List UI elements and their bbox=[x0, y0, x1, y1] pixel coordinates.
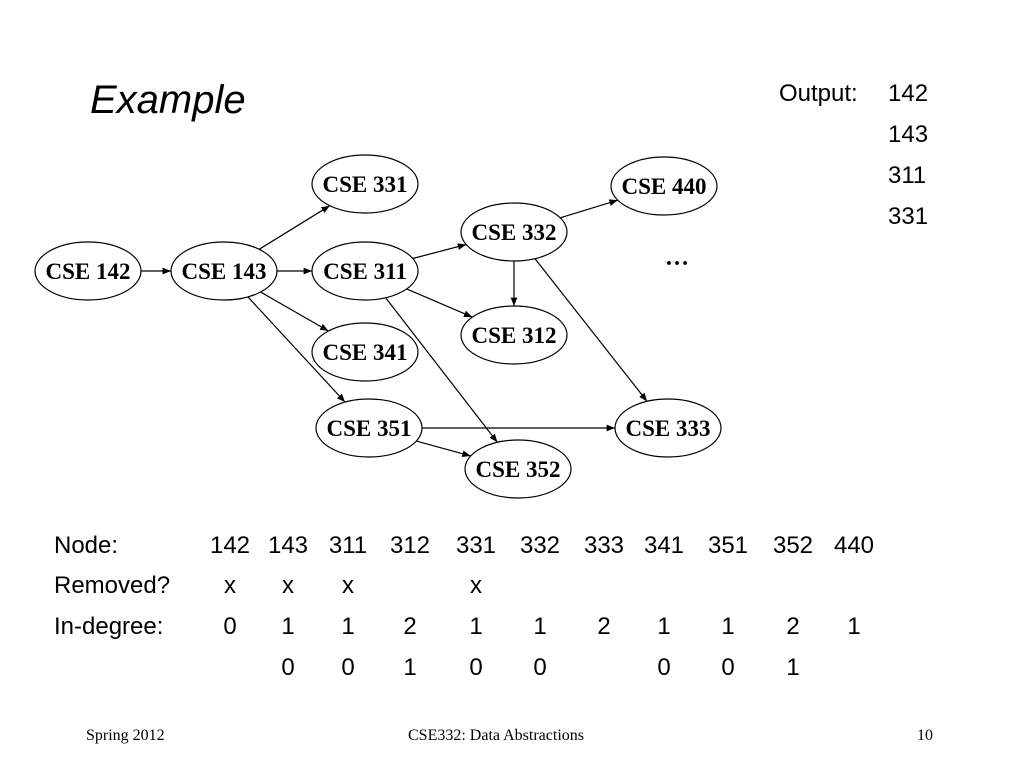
node-label: CSE 312 bbox=[472, 323, 557, 348]
edge-332-to-440 bbox=[560, 199, 618, 219]
table-indegree-updated-cell: 1 bbox=[786, 654, 800, 681]
table-node-cell: 312 bbox=[389, 532, 431, 559]
node-cse-312: CSE 312 bbox=[460, 305, 568, 365]
table-indegree-cell: 0 bbox=[223, 613, 237, 640]
table-indegree-cell: 2 bbox=[403, 613, 417, 640]
table-node-cell: 440 bbox=[833, 532, 875, 559]
table-indegree-updated-cell: 0 bbox=[281, 654, 295, 681]
graph-ellipsis: … bbox=[665, 245, 689, 271]
node-label: CSE 351 bbox=[327, 416, 412, 441]
node-cse-351: CSE 351 bbox=[315, 398, 423, 458]
node-ellipse bbox=[170, 241, 278, 301]
output-value: 331 bbox=[888, 203, 929, 230]
table-node-label: Node: bbox=[54, 532, 119, 559]
node-label: CSE 142 bbox=[46, 259, 131, 284]
output-value: 311 bbox=[888, 162, 927, 189]
node-ellipse bbox=[311, 154, 419, 214]
table-node-cell: 351 bbox=[707, 532, 749, 559]
node-label: CSE 341 bbox=[323, 340, 408, 365]
node-cse-332: CSE 332 bbox=[460, 202, 568, 262]
edge-332-to-333 bbox=[534, 258, 648, 402]
node-label: CSE 332 bbox=[472, 220, 557, 245]
table-indegree-cell: 1 bbox=[281, 613, 295, 640]
node-cse-143: CSE 143 bbox=[170, 241, 278, 301]
node-label: CSE 440 bbox=[622, 174, 707, 199]
node-cse-331: CSE 331 bbox=[311, 154, 419, 214]
node-ellipse bbox=[460, 202, 568, 262]
table-indegree-updated-cell: 1 bbox=[403, 654, 417, 681]
table-indegree-cell: 1 bbox=[341, 613, 355, 640]
node-label: CSE 143 bbox=[182, 259, 267, 284]
table-indegree-updated-cell: 0 bbox=[657, 654, 671, 681]
node-ellipse bbox=[34, 241, 142, 301]
edge-143-to-331 bbox=[258, 205, 331, 250]
table-indegree-updated-cell: 0 bbox=[721, 654, 735, 681]
node-cse-333: CSE 333 bbox=[614, 398, 722, 458]
slide-title: Example bbox=[90, 78, 246, 122]
edge-351-to-352 bbox=[416, 440, 471, 457]
edge-311-to-352 bbox=[385, 297, 498, 443]
table-removed-label: Removed? bbox=[54, 572, 171, 599]
node-cse-142: CSE 142 bbox=[34, 241, 142, 301]
node-label: CSE 311 bbox=[323, 259, 407, 284]
node-ellipse bbox=[610, 156, 718, 216]
table-indegree-cell: 1 bbox=[469, 613, 483, 640]
node-cse-341: CSE 341 bbox=[311, 322, 419, 382]
table-indegree-cell: 2 bbox=[786, 613, 800, 640]
edge-311-to-332 bbox=[412, 243, 467, 260]
output-value: 143 bbox=[888, 121, 929, 148]
table-node-cell: 311 bbox=[328, 532, 368, 559]
footer-page-number: 10 bbox=[917, 727, 933, 744]
node-ellipse bbox=[311, 322, 419, 382]
table-indegree-updated-cell: 0 bbox=[533, 654, 547, 681]
node-ellipse bbox=[614, 398, 722, 458]
footer-date: Spring 2012 bbox=[86, 727, 165, 744]
node-cse-440: CSE 440 bbox=[610, 156, 718, 216]
table-node-cell: 143 bbox=[267, 532, 309, 559]
table-indegree-cell: 1 bbox=[721, 613, 735, 640]
output-label: Output: bbox=[779, 80, 858, 107]
edge-143-to-341 bbox=[260, 291, 329, 332]
table-indegree-cell: 1 bbox=[657, 613, 671, 640]
table-node-cell: 352 bbox=[772, 532, 814, 559]
output-value: 142 bbox=[888, 80, 929, 107]
table-removed-cell: x bbox=[282, 572, 294, 599]
table-node-cell: 333 bbox=[583, 532, 625, 559]
table-indegree-cell: 2 bbox=[597, 613, 611, 640]
table-node-cell: 331 bbox=[455, 532, 497, 559]
edge-143-to-351 bbox=[247, 296, 346, 403]
table-removed-cell: x bbox=[224, 572, 236, 599]
node-label: CSE 333 bbox=[626, 416, 711, 441]
node-ellipse bbox=[460, 305, 568, 365]
node-cse-352: CSE 352 bbox=[464, 439, 572, 499]
table-removed-cell: x bbox=[342, 572, 354, 599]
table-indegree-label: In-degree: bbox=[54, 613, 164, 640]
table-node-cell: 332 bbox=[519, 532, 561, 559]
table-node-cell: 142 bbox=[209, 532, 251, 559]
node-label: CSE 352 bbox=[476, 457, 561, 482]
table-indegree-updated-cell: 0 bbox=[341, 654, 355, 681]
table-indegree-cell: 1 bbox=[533, 613, 547, 640]
table-removed-cell: x bbox=[470, 572, 482, 599]
edge-311-to-312 bbox=[406, 288, 473, 318]
table-indegree-cell: 1 bbox=[847, 613, 861, 640]
node-cse-311: CSE 311 bbox=[311, 241, 419, 301]
table-node-cell: 341 bbox=[643, 532, 685, 559]
node-label: CSE 331 bbox=[323, 172, 408, 197]
table-indegree-updated-cell: 0 bbox=[469, 654, 483, 681]
node-ellipse bbox=[315, 398, 423, 458]
node-ellipse bbox=[311, 241, 419, 301]
footer-course: CSE332: Data Abstractions bbox=[408, 727, 584, 744]
node-ellipse bbox=[464, 439, 572, 499]
